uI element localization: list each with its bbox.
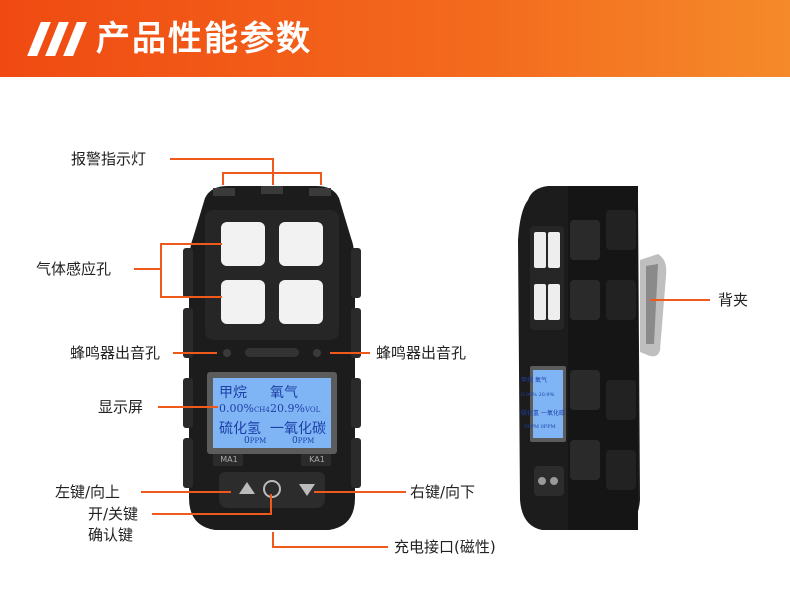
gas-detector-front [183,186,361,530]
side-lcd-line1: 甲烷 氧气 [521,377,547,384]
label-buzzer-left: 蜂鸣器出音孔 [70,344,161,362]
callout-line-alarm-top [222,172,322,174]
label-power-key-line1: 开/关键 [88,505,139,523]
side-lcd-line3: 硫化氢 一氧化碳 [521,410,565,417]
callout-line-charge-vertical [272,532,274,548]
callout-line-alarm-left-drop [222,172,224,185]
lcd-gas3-name: 硫化氢 [219,421,261,437]
label-charge-port: 充电接口(磁性) [394,538,496,556]
label-back-clip: 背夹 [718,291,749,309]
page-title: 产品性能参数 [96,19,312,59]
lcd-gas1-value: 0.00%CH4 [219,402,270,415]
left-key-badge: MA1 [220,455,238,464]
callout-line-alarm-right-drop [320,172,322,185]
callout-line-clip [650,299,710,301]
label-right-key: 右键/向下 [410,483,476,501]
label-buzzer-right: 蜂鸣器出音孔 [376,344,467,362]
callout-line-alarm [170,158,274,160]
label-alarm-light: 报警指示灯 [71,150,147,168]
header-banner: 产品性能参数 [0,0,790,77]
label-display: 显示屏 [98,398,144,416]
lcd-gas2-value: 20.9%VOL [270,402,321,415]
callout-line-gas [134,268,162,270]
side-lcd-line4: 0PPM 0PPM [524,424,556,430]
label-left-key: 左键/向上 [55,483,121,501]
callout-line-gas-bottom [160,296,222,298]
label-gas-inlet: 气体感应孔 [36,260,112,278]
gas-inlet-grid [221,222,323,324]
callout-line-power [152,513,272,515]
lcd-gas1-name: 甲烷 [219,385,247,401]
side-lcd-line2: 0.00% 20.9% [521,392,555,398]
callout-line-alarm-vertical [272,158,274,185]
callout-line-display [158,406,218,408]
callout-line-power-vertical [270,494,272,515]
callout-line-gas-vertical [160,243,162,297]
lcd-gas2-name: 氧气 [270,385,298,401]
callout-line-buzzer-right [330,352,370,354]
callout-line-left-key [141,491,231,493]
callout-line-right-key [314,491,406,493]
callout-line-gas-top [160,243,222,245]
label-power-key-line2: 确认键 [88,526,134,544]
callout-line-buzzer-left [173,352,217,354]
lcd-gas4-name: 一氧化碳 [270,421,326,437]
lcd-gas4-value: 0PPM [292,436,315,446]
callout-line-charge [272,546,388,548]
gas-detector-side [518,186,667,530]
right-key-badge: KA1 [309,455,325,464]
lcd-gas3-value: 0PPM [244,436,267,446]
